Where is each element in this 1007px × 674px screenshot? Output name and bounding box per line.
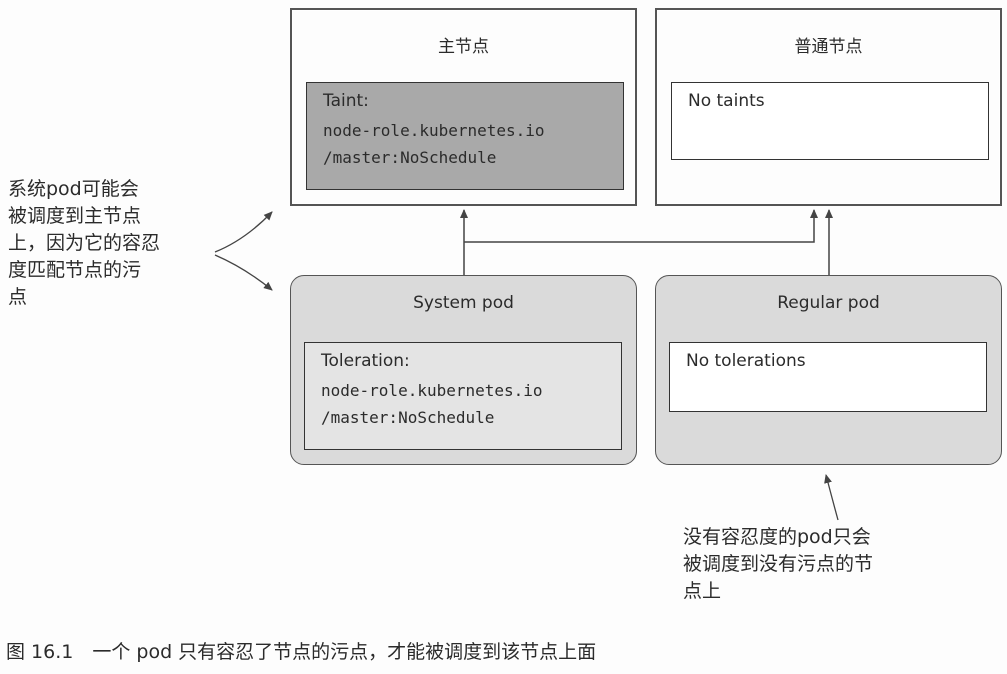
- taint-label: Taint:: [323, 91, 369, 111]
- system-pod: System pod Toleration: node-role.kuberne…: [290, 275, 637, 465]
- arrow-system-to-regular: [464, 209, 818, 243]
- arrow-note-to-regularpod: [824, 474, 839, 521]
- taint-box: Taint: node-role.kubernetes.io /master:N…: [306, 82, 624, 190]
- no-tolerations-box: No tolerations: [669, 342, 987, 412]
- regular-pod: Regular pod No tolerations: [655, 275, 1002, 465]
- system-pod-note-line: 系统pod可能会: [8, 178, 139, 200]
- regular-pod-title: Regular pod: [777, 293, 880, 313]
- no-taints-box: No taints: [671, 82, 989, 160]
- regular-pod-note-line: 点上: [683, 580, 722, 602]
- regular-pod-note-line: 没有容忍度的pod只会: [683, 526, 871, 548]
- system-pod-note-line: 点: [8, 286, 28, 308]
- regular-pod-note: 没有容忍度的pod只会 被调度到没有污点的节 点上: [683, 524, 873, 605]
- toleration-box: Toleration: node-role.kubernetes.io /mas…: [304, 342, 622, 450]
- regular-node-title: 普通节点: [794, 37, 863, 57]
- toleration-effect: /master:NoSchedule: [321, 408, 495, 427]
- toleration-key: node-role.kubernetes.io: [321, 381, 543, 400]
- no-taints-text: No taints: [688, 91, 765, 111]
- taint-key: node-role.kubernetes.io: [323, 121, 545, 140]
- system-pod-title: System pod: [413, 293, 514, 313]
- system-pod-note-line: 度匹配节点的污: [8, 259, 142, 281]
- regular-pod-note-line: 被调度到没有污点的节: [683, 553, 874, 575]
- system-pod-note: 系统pod可能会 被调度到主节点 上，因为它的容忍 度匹配节点的污 点: [8, 176, 160, 311]
- taint-effect: /master:NoSchedule: [323, 148, 497, 167]
- regular-node: 普通节点 No taints: [655, 8, 1002, 206]
- system-pod-note-line: 上，因为它的容忍: [8, 232, 161, 254]
- no-tolerations-text: No tolerations: [686, 351, 806, 371]
- master-node-title: 主节点: [438, 37, 489, 57]
- figure-caption: 图 16.1 一个 pod 只有容忍了节点的污点，才能被调度到该节点上面: [6, 641, 597, 663]
- master-node: 主节点 Taint: node-role.kubernetes.io /mast…: [290, 8, 637, 206]
- arrow-note-to-master: [214, 211, 273, 253]
- system-pod-note-line: 被调度到主节点: [8, 205, 142, 227]
- toleration-label: Toleration:: [321, 351, 410, 371]
- arrow-note-to-systempod: [214, 254, 273, 291]
